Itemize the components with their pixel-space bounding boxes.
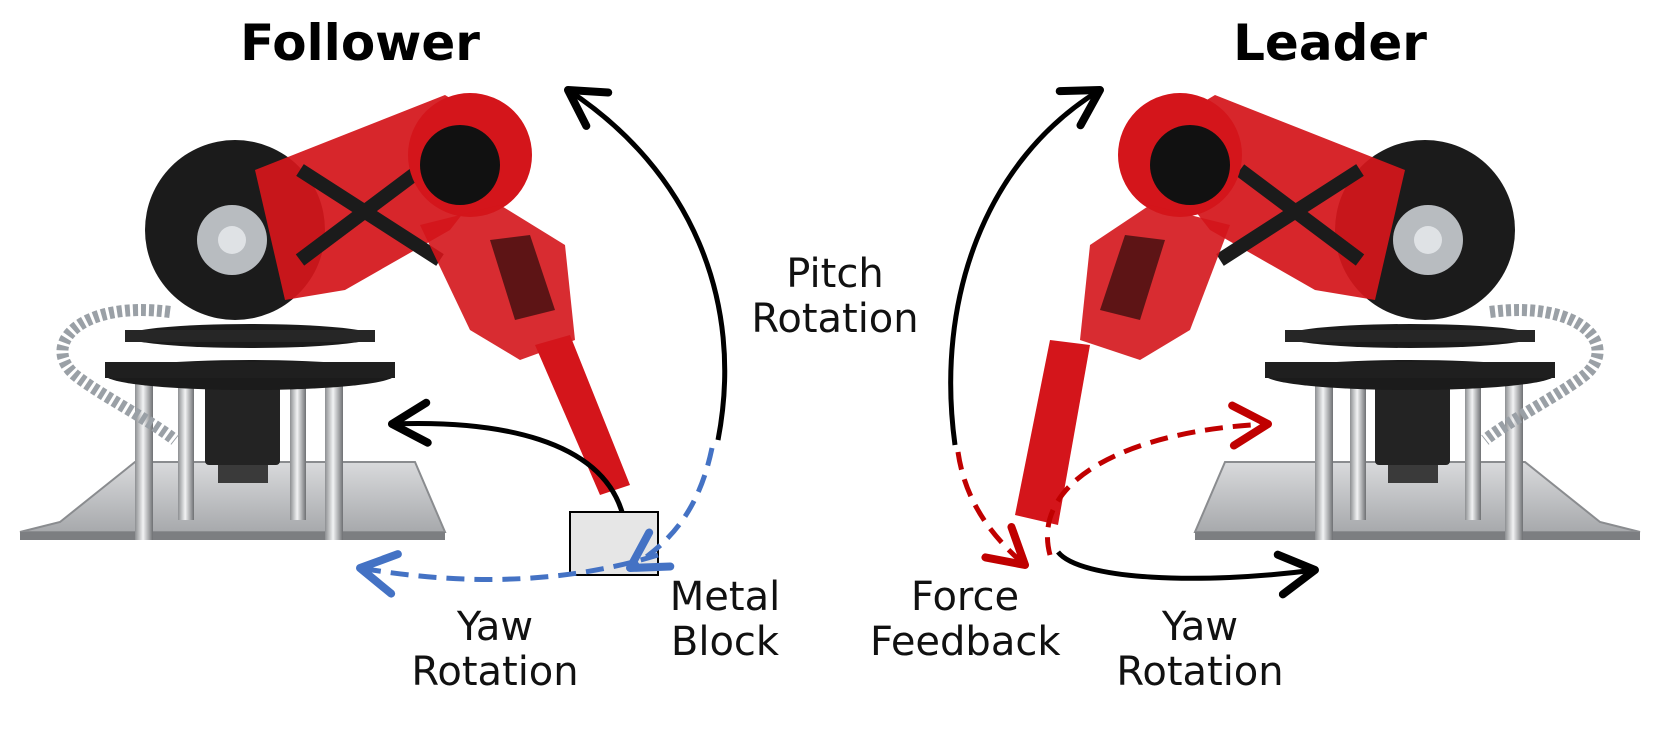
leader-force-feedback-arrow xyxy=(955,451,1029,569)
leader-end-effector xyxy=(1015,340,1090,525)
follower-forearm xyxy=(420,205,575,360)
force-feedback-line-1: Force xyxy=(910,574,1020,620)
follower-end-effector xyxy=(535,335,630,495)
leader-yaw-arrow xyxy=(1056,550,1319,599)
follower-yaw-line-2: Rotation xyxy=(411,648,579,695)
follower-yaw-line-1: Yaw xyxy=(456,604,534,650)
force-feedback-label: Force Feedback xyxy=(870,574,1061,665)
pitch-rotation-line-2: Rotation xyxy=(751,295,919,342)
leader-pillars xyxy=(1315,370,1523,540)
follower-motor xyxy=(205,385,280,465)
leader-cable xyxy=(1481,304,1604,445)
follower-yaw-rotation-label: Yaw Rotation xyxy=(400,605,590,695)
leader-yaw-dashed-arrow xyxy=(1045,401,1272,556)
metal-block-line-1: Metal xyxy=(669,574,781,620)
pitch-rotation-line-1: Pitch xyxy=(786,251,884,297)
leader-pitch-arrow xyxy=(948,86,1104,446)
follower-title: Follower xyxy=(240,14,480,72)
leader-yaw-line-2: Rotation xyxy=(1116,648,1284,695)
pitch-rotation-label: Pitch Rotation xyxy=(735,252,935,342)
leader-title: Leader xyxy=(1233,14,1427,72)
leader-yaw-line-1: Yaw xyxy=(1161,604,1239,650)
follower-cable xyxy=(56,304,179,445)
leader-robot xyxy=(1015,93,1641,540)
follower-robot xyxy=(19,93,630,540)
follower-yaw-arrow xyxy=(388,398,625,513)
follower-pitch-arrow xyxy=(564,86,728,441)
force-feedback-line-2: Feedback xyxy=(870,618,1061,665)
metal-block-line-2: Block xyxy=(670,618,780,665)
follower-yaw-dashed-arrow xyxy=(356,550,659,598)
metal-block-label: Metal Block xyxy=(645,575,805,665)
leader-forearm xyxy=(1080,205,1230,360)
leader-yaw-rotation-label: Yaw Rotation xyxy=(1105,605,1295,695)
leader-motor xyxy=(1375,385,1450,465)
